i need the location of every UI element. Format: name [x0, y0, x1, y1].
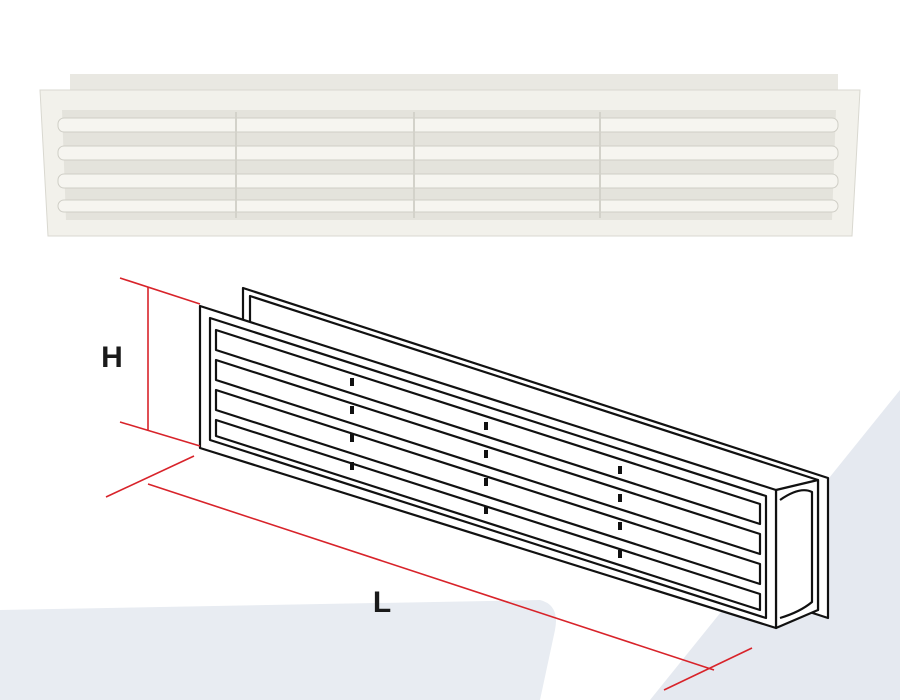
- height-extension-bottom: [119, 421, 201, 447]
- length-extension-left: [105, 455, 195, 498]
- height-label: H: [101, 341, 123, 374]
- length-extension-right: [663, 647, 753, 691]
- length-dimension-line: [147, 483, 715, 671]
- length-label: L: [373, 586, 391, 619]
- dimension-lines: [105, 277, 753, 691]
- product-photo: [39, 74, 861, 237]
- technical-drawing: [198, 286, 830, 630]
- height-extension-top: [119, 277, 201, 305]
